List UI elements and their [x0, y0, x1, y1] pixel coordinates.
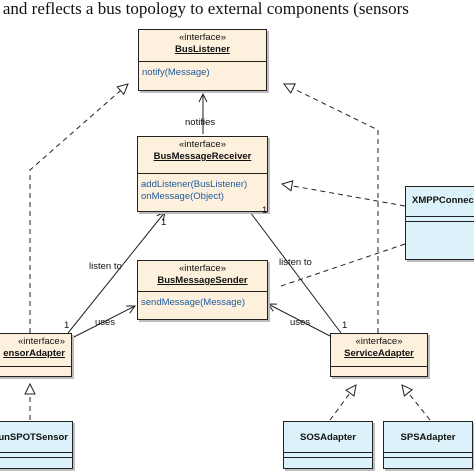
uses-left-label: uses: [95, 317, 116, 328]
multiplicity-service: 1: [342, 320, 348, 331]
busmessagereceiver-operations: addListener(BusListener) onMessage(Objec…: [141, 179, 247, 203]
spsadapter-class[interactable]: SPSAdapter: [383, 421, 473, 469]
multiplicity-sensor: 1: [64, 320, 70, 331]
separator: [284, 457, 372, 458]
sunspotsensor-class[interactable]: unSPOTSensor: [0, 421, 73, 469]
operation-sendmessage: sendMessage(Message): [141, 297, 246, 308]
sosadapter-name: SOSAdapter: [300, 432, 356, 443]
notifies-label: notifies: [185, 117, 216, 128]
separator: [331, 366, 427, 367]
multiplicity-receiver: 1: [161, 217, 167, 228]
stereotype-label: «interface»: [178, 263, 226, 274]
listen-to-left-label: listen to: [89, 261, 122, 272]
listen-to-right-label: listen to: [279, 257, 312, 268]
realization-sos-serviceadapter: [329, 385, 356, 421]
separator: [0, 457, 72, 458]
realization-sensoradapter-buslistener: [29, 84, 128, 333]
separator: [384, 457, 472, 458]
stereotype-label: «interface»: [178, 139, 226, 150]
separator: [406, 216, 474, 217]
realization-sps-serviceadapter: [402, 385, 431, 421]
serviceadapter-interface[interactable]: «interface» ServiceAdapter: [330, 333, 428, 377]
listen-to-left-association: [67, 212, 165, 334]
uses-right-association: [268, 304, 331, 337]
serviceadapter-name: ServiceAdapter: [344, 348, 414, 359]
separator: [284, 452, 372, 453]
buslistener-operations: notify(Message): [142, 67, 210, 79]
sensoradapter-interface[interactable]: «interface» ensorAdapter: [0, 333, 72, 377]
busmessagereceiver-interface[interactable]: «interface» BusMessageReceiver addListen…: [137, 136, 268, 212]
sosadapter-class[interactable]: SOSAdapter: [283, 421, 373, 469]
spsadapter-name: SPSAdapter: [400, 432, 456, 443]
sunspotsensor-name: unSPOTSensor: [0, 432, 68, 443]
busmessagereceiver-name: BusMessageReceiver: [153, 151, 252, 162]
xmppconnector-name: XMPPConnec: [412, 195, 474, 206]
separator: [0, 366, 71, 367]
separator: [138, 291, 267, 292]
realization-xmpp-receiver: [282, 184, 406, 207]
sensoradapter-name: ensorAdapter: [3, 348, 65, 359]
separator: [139, 61, 266, 62]
uses-right-label: uses: [290, 317, 311, 328]
busmessagesender-interface[interactable]: «interface» BusMessageSender sendMessage…: [137, 260, 268, 320]
operation-addlistener: addListener(BusListener): [141, 179, 248, 190]
separator: [0, 452, 72, 453]
separator: [384, 452, 472, 453]
xmppconnector-class[interactable]: XMPPConnec: [405, 186, 474, 260]
stereotype-label: «interface»: [178, 32, 226, 43]
multiplicity-receiver-right: 1: [262, 205, 268, 216]
figure-caption: s and reflects a bus topology to externa…: [0, 0, 409, 18]
buslistener-interface[interactable]: «interface» BusListener notify(Message): [138, 29, 267, 91]
separator: [406, 221, 474, 222]
stereotype-label: «interface»: [355, 336, 403, 347]
operation-onmessage: onMessage(Object): [141, 191, 224, 202]
realization-serviceadapter-buslistener: [284, 84, 379, 333]
busmessagesender-operations: sendMessage(Message): [141, 297, 245, 309]
busmessagesender-name: BusMessageSender: [157, 275, 248, 286]
realization-xmpp-sender: [280, 243, 406, 287]
separator: [138, 173, 267, 174]
listen-to-right-association: [249, 211, 342, 334]
stereotype-label: «interface»: [17, 336, 65, 347]
operation-notify: notify(Message): [142, 67, 210, 78]
uses-left-association: [71, 306, 135, 339]
buslistener-name: BusListener: [175, 44, 230, 55]
